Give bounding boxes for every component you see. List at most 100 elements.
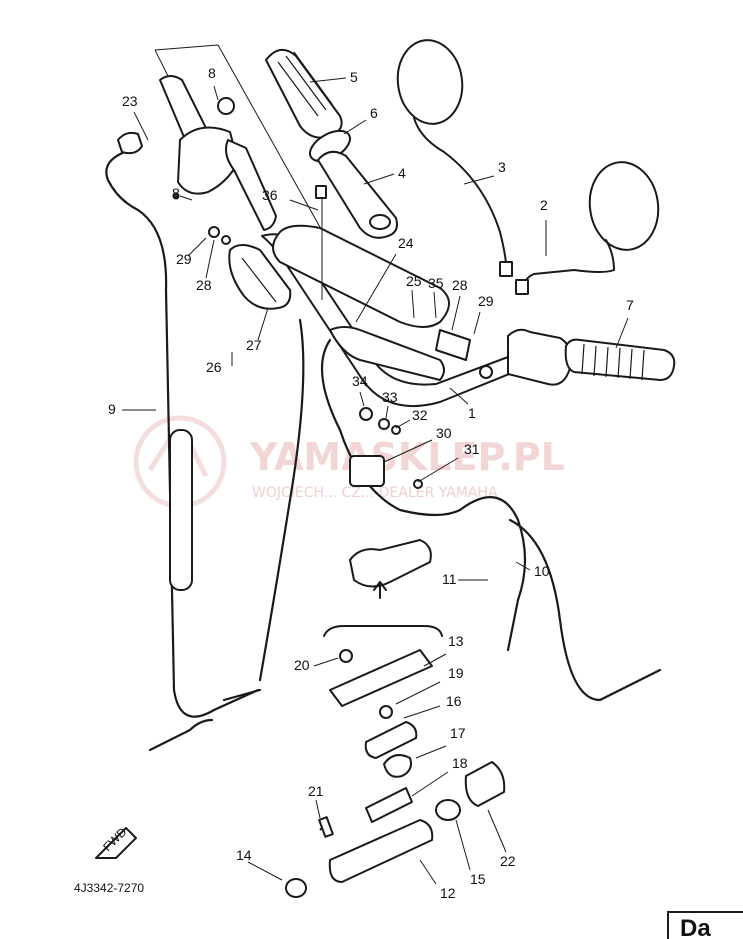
callout-26: 26 [206,359,222,375]
callout-3: 3 [498,159,506,175]
callout-leader-22 [487,809,507,853]
callout-leader-21 [315,799,321,819]
callout-leader-24 [355,253,397,323]
callout-6: 6 [370,105,378,121]
mirror-3-stem [413,117,507,267]
cable-adjuster-23 [117,131,143,155]
clutch-lever-holder [177,126,239,195]
callout-leader-5 [309,77,347,83]
callout-leader-8 [213,85,219,101]
mirrors [396,39,660,295]
arrow-up-head [373,581,387,591]
callout-24: 24 [398,235,414,251]
callout-28: 28 [196,277,212,293]
callout-leader-28 [451,295,461,331]
callout-8: 8 [172,185,180,201]
callout-29: 29 [176,251,192,267]
callout-leader-34 [359,391,365,407]
handlebar-1 [261,185,676,408]
grip-5 [265,49,343,139]
cable-end-fitting [148,688,262,752]
callout-leader-19 [395,681,441,705]
mirror-3-head [396,39,464,125]
lever-pivot-bolt [217,97,235,115]
callout-leader-16 [403,705,441,719]
callout-19: 19 [448,665,464,681]
callout-leader-13 [423,653,447,667]
assembly-bracket-line [154,49,171,81]
callout-34: 34 [352,373,368,389]
mirror-2-nut [515,279,529,295]
assembly-bracket-line [154,44,219,51]
callout-leader-10 [515,561,531,571]
grip-5-ribs [277,51,333,117]
callout-leader-18 [411,771,449,797]
callout-leader-28 [205,239,215,279]
switch-harness-24 [329,326,445,381]
callout-8: 8 [208,65,216,81]
fwd-arrow [95,827,137,859]
screw-28 [208,226,220,238]
callout-leader-27 [257,307,269,341]
callout-11: 11 [442,571,457,587]
callout-leader-35 [433,291,437,319]
plate-18 [365,787,413,823]
callout-9: 9 [108,401,116,417]
callout-22: 22 [500,853,516,869]
callout-leader-15 [455,819,471,871]
exploded-bracket [323,625,443,637]
callout-leader-31 [417,457,459,483]
callout-4: 4 [398,165,406,181]
callout-leader-7 [615,317,629,349]
callout-21: 21 [308,783,324,799]
throttle-housing [507,328,572,386]
callout-23: 23 [122,93,138,109]
callout-leader-33 [385,405,389,419]
screw-20 [339,649,353,663]
callout-36: 36 [262,187,278,203]
handlebar-pad-35 [272,224,450,328]
cables [258,318,662,702]
washer-33 [378,418,390,430]
callout-1: 1 [468,405,476,421]
callout-12: 12 [440,885,456,901]
corner-frame [667,911,743,939]
pulley-16 [364,721,418,759]
callout-33: 33 [382,389,398,405]
callout-29: 29 [478,293,494,309]
cap-14 [285,878,307,898]
callouts: 1234567889101112131415161718192021222324… [108,65,634,901]
callout-15: 15 [470,871,486,887]
grip-7 [564,338,676,381]
callout-leader-1 [449,387,469,405]
cable-sleeve [169,429,193,591]
callout-20: 20 [294,657,310,673]
callout-2: 2 [540,197,548,213]
mirror-3-nut [499,261,513,277]
mirror-2-head [588,161,660,251]
callout-leader-20 [313,657,339,667]
drawing-code: 4J3342-7270 [74,881,144,895]
screw-19 [379,705,393,719]
callout-leader-29 [473,311,481,335]
callout-leader-8 [179,195,193,201]
housing-12 [328,819,434,883]
callout-10: 10 [534,563,550,579]
screw-31 [413,479,423,489]
screw-8 [172,192,180,200]
wire-26 [258,318,305,682]
grip-7-ribs [581,343,645,381]
assembly-bracket-line [217,44,331,246]
callout-leader-29 [187,237,207,257]
callout-16: 16 [446,693,462,709]
callout-5: 5 [350,69,358,85]
throttle-housing-exploded [285,649,506,898]
pin-21-body [318,816,334,838]
left-lever-group [105,44,331,752]
callout-leader-32 [395,419,411,429]
callout-13: 13 [448,633,464,649]
boot-22 [464,761,506,807]
cap-15 [435,799,461,821]
callout-35: 35 [428,275,444,291]
mirror-2-stem [523,239,615,289]
